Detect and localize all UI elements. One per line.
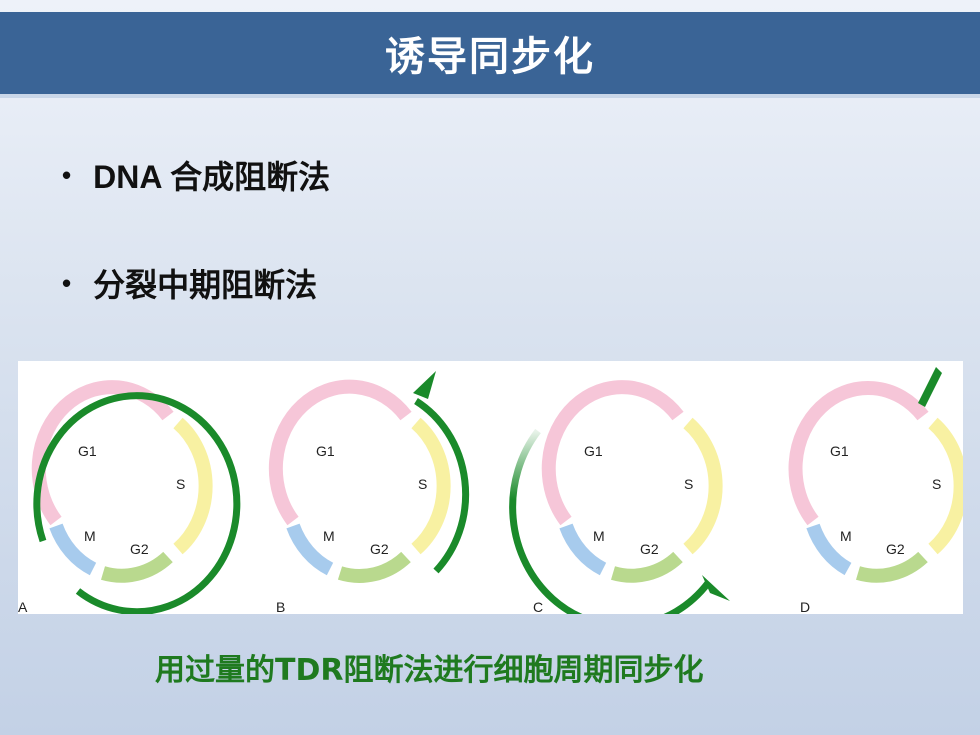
bullet-dot: • <box>62 159 72 190</box>
m-arrow <box>806 523 852 576</box>
g2-label: G2 <box>370 541 389 557</box>
s-arrow <box>683 417 723 555</box>
g2-label: G2 <box>640 541 659 557</box>
g1-label: G1 <box>78 443 97 459</box>
g2-arrow <box>856 551 928 583</box>
s-label: S <box>932 476 941 492</box>
panel-label-c: C <box>533 599 543 614</box>
cell-cycle-svg: G1 S M G2 A G1 S M G2 B <box>18 367 968 630</box>
tdr-arc-b <box>414 398 470 574</box>
g2-label: G2 <box>130 541 149 557</box>
tdr-flag-d <box>918 367 942 407</box>
panel-d: G1 S M G2 D <box>788 367 968 615</box>
m-label: M <box>323 528 335 544</box>
tdr-arc-a <box>33 392 241 616</box>
s-arrow <box>928 417 968 555</box>
bullet-dot: • <box>62 267 72 298</box>
slide-title: 诱导同步化 <box>385 34 595 80</box>
s-arrow <box>173 417 213 555</box>
bullet-text-2: 分裂中期阻断法 <box>93 267 318 303</box>
cycle-ring-c <box>541 380 723 583</box>
cycle-ring-b <box>268 379 451 583</box>
bullet-item-1: • DNA 合成阻断法 <box>62 152 330 198</box>
cell-cycle-diagram: G1 S M G2 A G1 S M G2 B <box>18 361 968 630</box>
g1-label: G1 <box>316 443 335 459</box>
bullet-item-2: • 分裂中期阻断法 <box>62 260 317 306</box>
g2-arrow <box>337 551 411 583</box>
tdr-flag-c <box>702 575 730 601</box>
g1-label: G1 <box>584 443 603 459</box>
panel-a: G1 S M G2 A <box>18 380 241 616</box>
m-arrow <box>559 523 607 576</box>
m-label: M <box>84 528 96 544</box>
m-arrow <box>49 523 97 576</box>
s-label: S <box>176 476 185 492</box>
m-label: M <box>840 528 852 544</box>
panel-c: G1 S M G2 C <box>509 380 730 630</box>
diagram-caption: 用过量的TDR阻断法进行细胞周期同步化 <box>155 653 704 688</box>
title-bar: 诱导同步化 <box>0 12 980 98</box>
s-arrow <box>411 417 451 555</box>
s-label: S <box>684 476 693 492</box>
m-label: M <box>593 528 605 544</box>
panel-label-b: B <box>276 599 285 614</box>
g2-arrow <box>101 551 173 583</box>
panel-label-d: D <box>800 599 810 614</box>
cycle-ring-d <box>788 380 968 583</box>
s-label: S <box>418 476 427 492</box>
g1-arrow <box>541 380 684 526</box>
g2-arrow <box>611 551 683 583</box>
g1-arrow <box>268 379 412 526</box>
tdr-arc-c <box>509 428 711 630</box>
m-arrow <box>286 523 334 576</box>
bullet-text-1: DNA 合成阻断法 <box>93 159 331 195</box>
g1-label: G1 <box>830 443 849 459</box>
tdr-flag-b <box>413 371 436 399</box>
g1-arrow <box>31 380 174 526</box>
g1-arrow <box>788 380 929 526</box>
panel-label-a: A <box>18 599 28 614</box>
panel-b: G1 S M G2 B <box>268 371 470 615</box>
g2-label: G2 <box>886 541 905 557</box>
